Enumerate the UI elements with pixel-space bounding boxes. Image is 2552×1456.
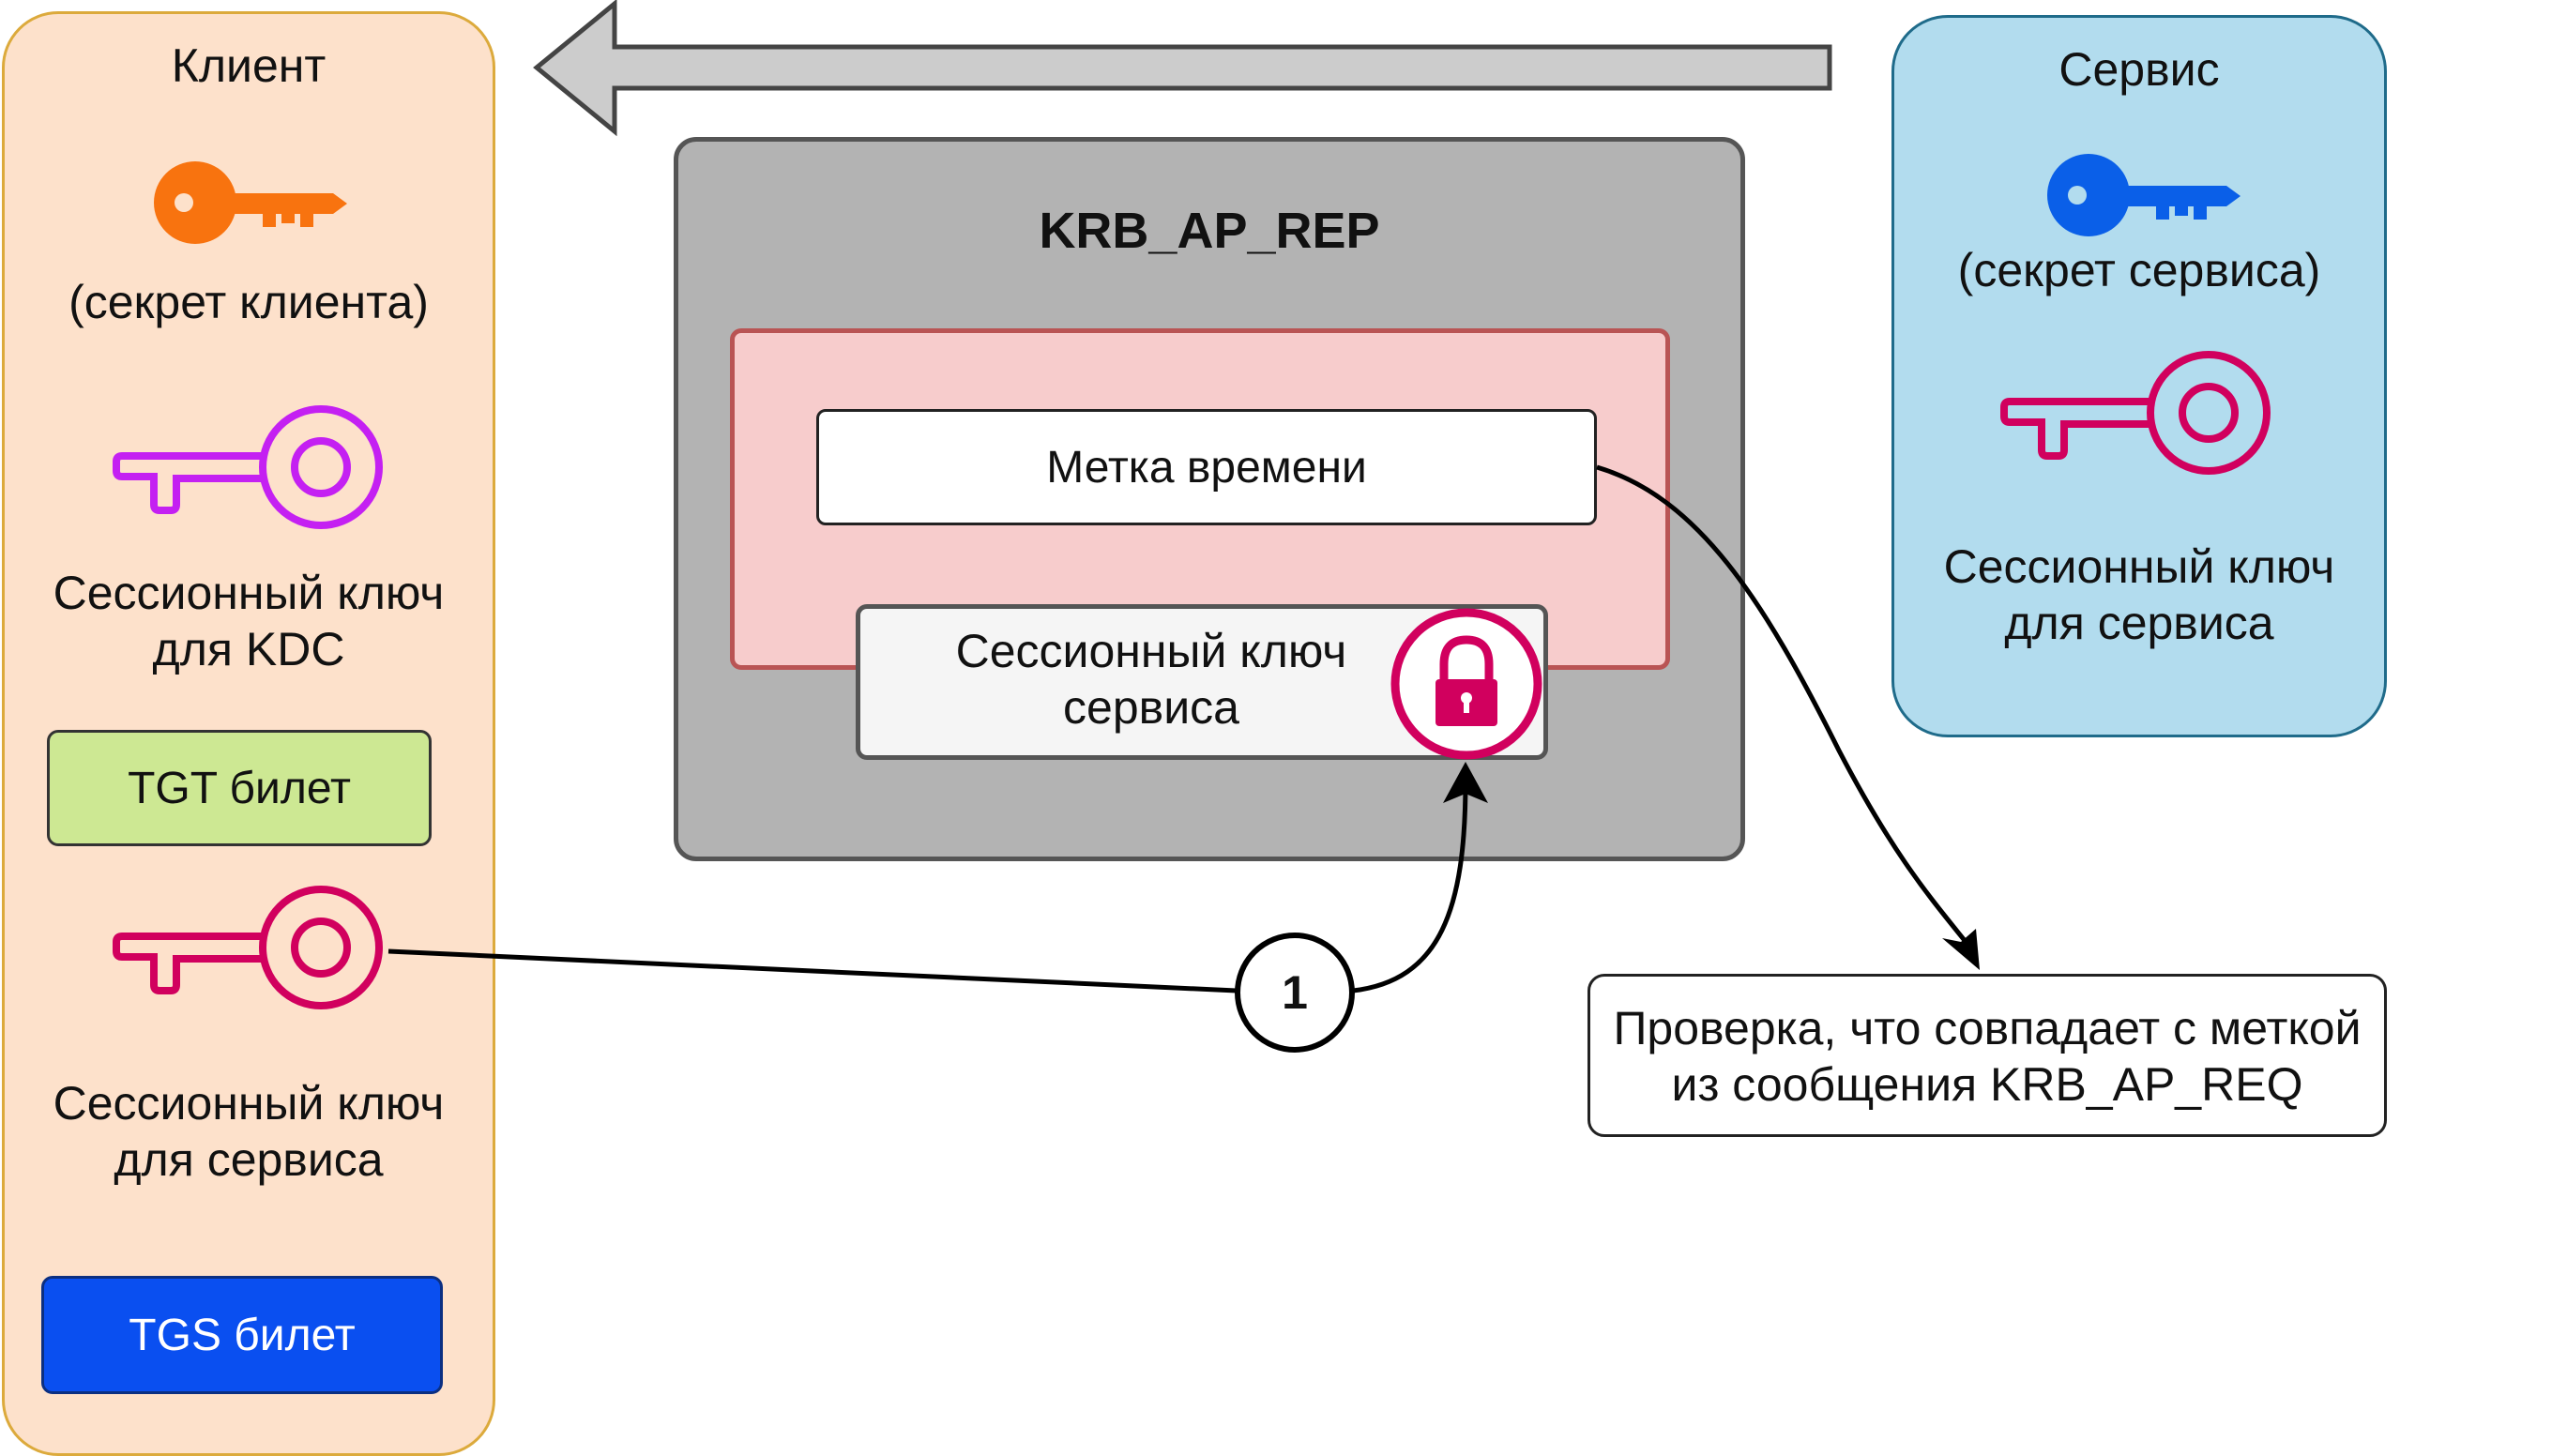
client-title: Клиент <box>171 39 327 92</box>
kdc-session-key-label-line2: для KDC <box>152 623 345 675</box>
step-badge: 1 <box>1235 933 1355 1053</box>
key-to-step-line <box>387 948 1238 993</box>
kdc-session-key-label-line1: Сессионный ключ <box>53 567 445 619</box>
kdc-session-key-label: Сессионный ключ для KDC <box>2 565 495 677</box>
client-service-session-key-label: Сессионный ключ для сервиса <box>2 1075 495 1188</box>
client-service-session-key-icon <box>111 884 388 1011</box>
tgs-ticket: TGS билет <box>41 1276 443 1394</box>
check-note-line2: из сообщения KRB_AP_REQ <box>1671 1058 2303 1111</box>
step-to-padlock-arrow <box>1352 780 1468 993</box>
check-note-line1: Проверка, что совпадает с меткой <box>1613 1002 2362 1054</box>
service-title: Сервис <box>2058 43 2220 96</box>
service-session-key-icon <box>1998 349 2276 477</box>
timestamp-label: Метка времени <box>1046 442 1367 493</box>
service-session-key-label: Сессионный ключ для сервиса <box>1891 538 2387 651</box>
check-note-label: Проверка, что совпадает с меткой из сооб… <box>1587 1000 2387 1113</box>
timestamp-to-check-arrowhead <box>1942 929 1980 970</box>
message-title: KRB_AP_REP <box>1039 203 1380 259</box>
service-session-key-label-line1: Сессионный ключ <box>1943 540 2335 593</box>
client-service-session-key-label-line1: Сессионный ключ <box>53 1077 445 1130</box>
client-secret-label: (секрет клиента) <box>68 276 429 328</box>
tgt-ticket: TGT билет <box>47 730 432 846</box>
kdc-session-key-icon <box>111 403 388 531</box>
timestamp-field: Метка времени <box>816 409 1597 525</box>
step-number: 1 <box>1282 966 1308 1019</box>
timestamp-to-check-arrow <box>1596 464 1972 949</box>
service-panel <box>1891 15 2387 737</box>
client-service-session-key-label-line2: для сервиса <box>114 1133 384 1186</box>
encrypted-key-label-line1: Сессионный ключ <box>955 625 1347 677</box>
encrypted-key-label: Сессионный ключ сервиса <box>856 623 1447 736</box>
step-to-padlock-arrowhead <box>1443 762 1488 803</box>
service-secret-label: (секрет сервиса) <box>1957 244 2321 296</box>
service-secret-key-icon <box>2043 150 2241 240</box>
tgs-ticket-label: TGS билет <box>129 1310 356 1360</box>
encrypted-key-label-line2: сервиса <box>1063 681 1239 734</box>
client-secret-key-icon <box>150 158 347 248</box>
check-note-box <box>1587 974 2387 1137</box>
tgt-ticket-label: TGT билет <box>128 763 351 813</box>
direction-arrow <box>533 0 1832 137</box>
padlock-icon <box>1389 606 1544 762</box>
service-session-key-label-line2: для сервиса <box>2004 597 2274 649</box>
